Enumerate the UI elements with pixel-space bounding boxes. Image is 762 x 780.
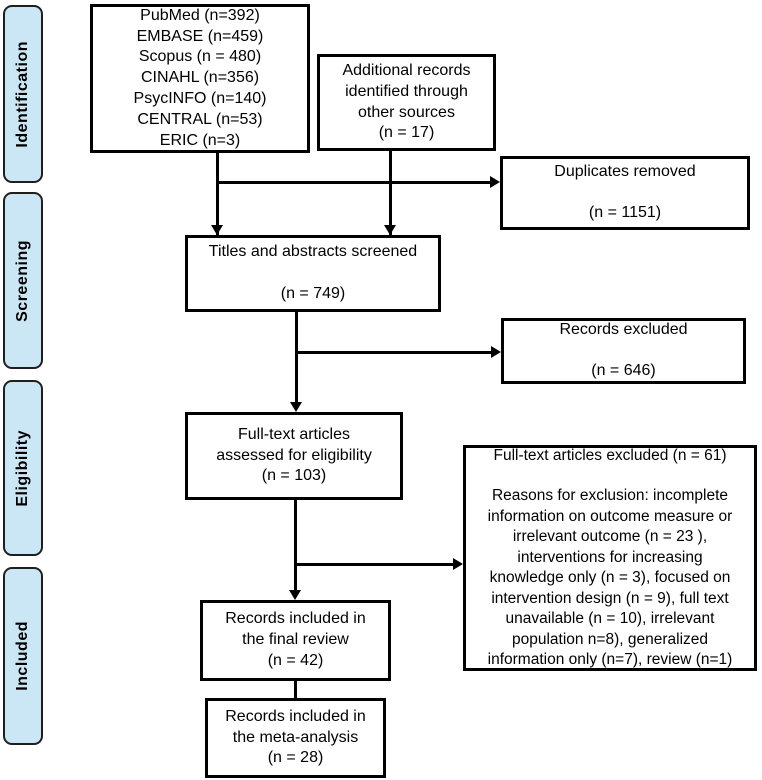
stage-label-screening-text: Screening [14, 239, 31, 322]
line-to-duplicates [216, 181, 492, 184]
line-screened-down [295, 311, 298, 404]
line-to-records-excluded [295, 351, 493, 354]
line-fulltext-down [294, 499, 297, 592]
records-excluded-box: Records excluded (n = 646) [501, 318, 746, 384]
stage-label-eligibility: Eligibility [3, 380, 43, 556]
arrow-other-sources-to-screened [384, 225, 396, 235]
final-review-box: Records included in the final review (n … [200, 600, 391, 681]
duplicates-removed-box: Duplicates removed (n = 1151) [500, 156, 750, 230]
fulltext-assessed-box: Full-text articles assessed for eligibil… [185, 412, 403, 500]
fulltext-excluded-box: Full-text articles excluded (n = 61) Rea… [463, 445, 757, 671]
line-databases-down [216, 152, 219, 235]
arrow-to-fulltext-excluded [453, 558, 463, 570]
meta-analysis-box: Records included in the meta-analysis (n… [205, 698, 386, 778]
line-to-fulltext-excluded [294, 563, 455, 566]
line-final-review-to-meta-analysis [294, 680, 297, 698]
stage-label-eligibility-text: Eligibility [14, 429, 31, 507]
stage-label-identification: Identification [3, 5, 43, 183]
stage-label-identification-text: Identification [14, 40, 31, 148]
databases-box: PubMed (n=392) EMBASE (n=459) Scopus (n … [90, 4, 310, 153]
line-other-sources-down [389, 150, 392, 235]
titles-screened-box: Titles and abstracts screened (n = 749) [185, 235, 441, 312]
arrow-to-duplicates-removed [490, 176, 500, 188]
stage-label-included: Included [3, 567, 43, 745]
arrow-to-records-excluded [491, 346, 501, 358]
arrow-fulltext-to-final-review [289, 590, 301, 600]
arrow-databases-to-screened [211, 225, 223, 235]
arrow-screened-to-fulltext [290, 402, 302, 412]
other-sources-box: Additional records identified through ot… [317, 54, 496, 151]
stage-label-included-text: Included [14, 621, 31, 691]
stage-label-screening: Screening [3, 192, 43, 369]
